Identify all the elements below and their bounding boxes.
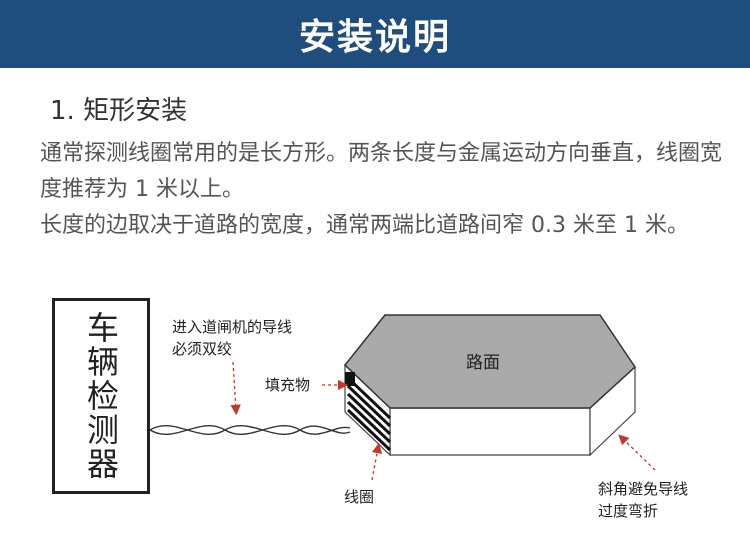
page-title: 安装说明 — [298, 17, 451, 58]
paragraph-1: 通常探测线圈常用的是长方形。两条长度与金属运动方向垂直，线圈宽度推荐为 1 米以… — [40, 141, 723, 202]
filler-block — [345, 372, 355, 386]
arrow-lead-wire — [230, 361, 241, 416]
road-surface — [343, 314, 636, 409]
bevel-label-line1: 斜角避免导线 — [598, 480, 689, 498]
arrow-coil — [371, 442, 383, 481]
lead-wire-label-line1: 进入道闸机的导线 — [172, 318, 293, 336]
paragraph-2: 长度的边取决于道路的宽度，通常两端比道路间窄 0.3 米至 1 米。 — [40, 213, 689, 238]
road-slab — [343, 314, 636, 457]
vehicle-detector-box: 车辆检测器 — [52, 298, 150, 494]
bevel-label-line2: 过度弯折 — [598, 502, 659, 520]
lead-wire-label-line2: 必须双绞 — [172, 340, 233, 358]
annotation-arrows — [230, 361, 656, 481]
road-surface-label: 路面 — [466, 353, 500, 373]
twisted-lead-wire — [149, 424, 351, 436]
arrow-bevel — [618, 434, 656, 471]
header-bar: 安装说明 — [0, 0, 750, 68]
vehicle-detector-label: 车辆检测器 — [82, 311, 120, 481]
coil-windings — [346, 376, 392, 452]
section-title: 1. 矩形安装 — [50, 96, 188, 126]
coil-label: 线圈 — [344, 488, 375, 506]
filler-label: 填充物 — [265, 376, 311, 394]
